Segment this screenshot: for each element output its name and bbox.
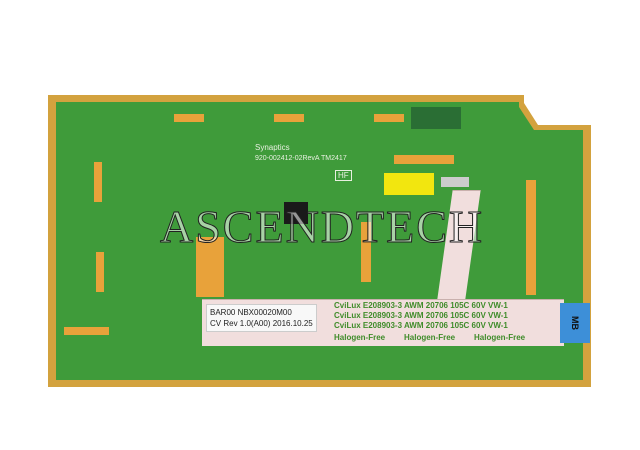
part-number: 920-002412-02RevA TM2417 [255,155,347,162]
pad [174,114,204,122]
mb-label: MB [570,316,580,330]
pad [94,162,102,202]
pad [526,180,536,295]
mb-tab: MB [560,303,590,343]
pad [96,252,104,292]
sticker-line: CV Rev 1.0(A00) 2016.10.25 [210,319,313,328]
halogen-print: Halogen-Free [474,333,526,342]
cable-print: CviLux E208903-3 AWM 20706 105C 60V VW-1 [334,321,508,330]
controller-chip [284,202,308,224]
fpc-connector [441,177,469,187]
halogen-print: Halogen-Free [404,333,456,342]
pad [64,327,109,335]
pad [374,114,404,122]
pad [394,155,454,164]
yellow-label [384,173,434,195]
cable-print: CviLux E208903-3 AWM 20706 105C 60V VW-1 [334,301,508,310]
pad [361,222,371,282]
pad [274,114,304,122]
cable-print: CviLux E208903-3 AWM 20706 105C 60V VW-1 [334,311,508,320]
hf-mark: HF [335,170,352,181]
pad [196,237,224,297]
cable-sticker: BAR00 NBX00020M00 CV Rev 1.0(A00) 2016.1… [206,304,317,332]
sticker-line: BAR00 NBX00020M00 [210,308,292,317]
synaptics-logo: Synaptics [255,143,290,152]
component-cluster [411,107,461,129]
watermark: ASCENDTECH [159,201,485,253]
halogen-print: Halogen-Free [334,333,386,342]
